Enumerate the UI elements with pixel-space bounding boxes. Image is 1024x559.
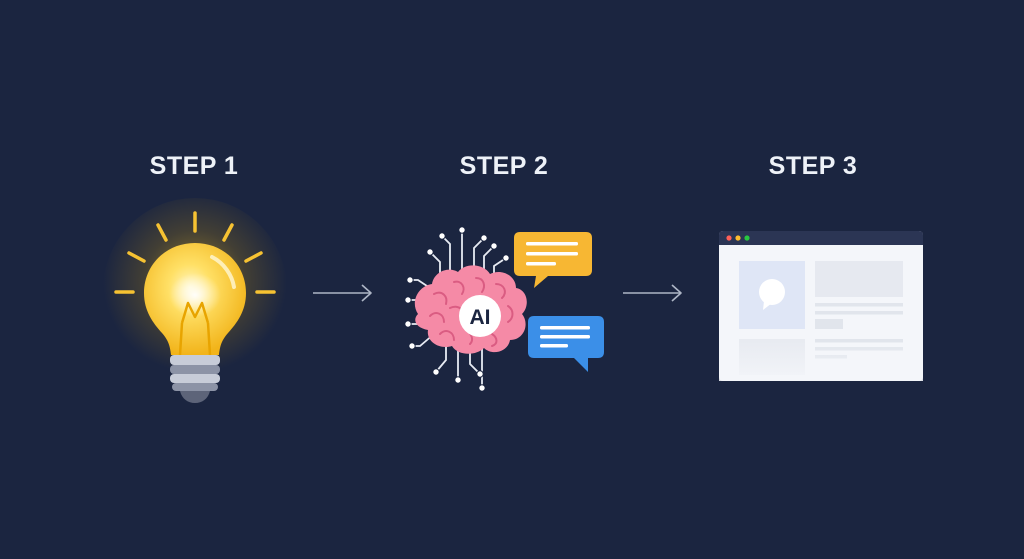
window-title-bar <box>719 231 923 245</box>
content-heading-block <box>815 261 903 297</box>
bulb-rays <box>114 211 276 294</box>
ai-badge-label: AI <box>470 306 491 329</box>
step-3-label: STEP 3 <box>768 152 858 180</box>
step-2-label: STEP 2 <box>459 152 549 180</box>
bulb-base <box>170 355 220 403</box>
ai-badge <box>459 295 501 337</box>
chat-bubble-blue-icon <box>528 316 604 372</box>
browser-window-icon <box>719 231 923 381</box>
window-dot-red <box>726 235 732 241</box>
arrow-right-icon <box>623 284 682 302</box>
arrow-right-icon <box>313 284 372 302</box>
window-dot-green <box>744 235 750 241</box>
window-dot-yellow <box>735 235 741 241</box>
chat-bubble-yellow-icon <box>514 232 592 288</box>
lightbulb-icon <box>103 198 287 403</box>
avatar-chat-icon <box>759 279 785 310</box>
ai-brain-icon: AI <box>404 226 604 392</box>
step-1-label: STEP 1 <box>149 152 239 180</box>
content-button-block <box>815 319 843 329</box>
